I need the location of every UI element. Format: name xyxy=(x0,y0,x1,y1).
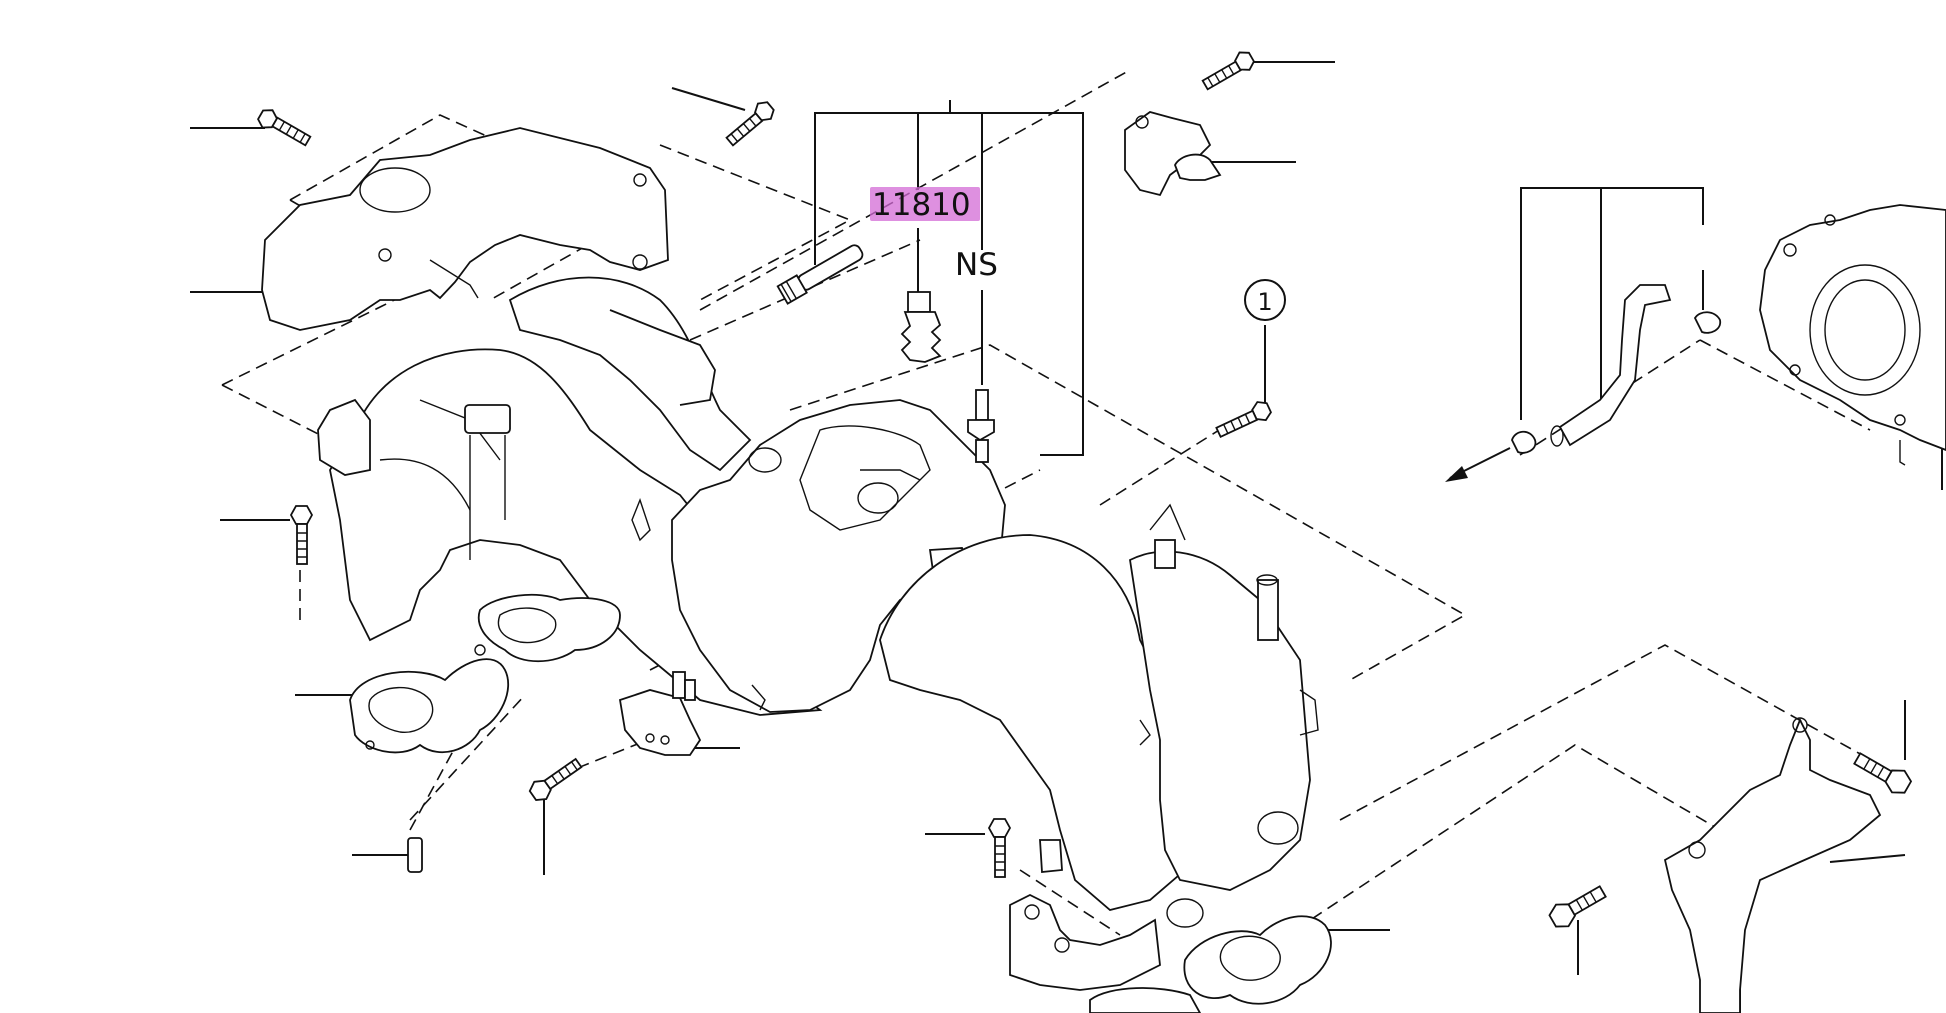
vacuum-switch xyxy=(1124,111,1222,197)
sensor-lower-left xyxy=(618,671,702,756)
gasket-left xyxy=(349,593,621,754)
hose-clamp-lower xyxy=(1511,430,1537,454)
callout-circle-1: 1 xyxy=(1244,279,1286,321)
bolt-far-right xyxy=(1853,752,1913,794)
manifold-bracket-lower-right xyxy=(1663,717,1882,1013)
gasket-right xyxy=(1089,915,1332,1013)
intake-runners-lower-right xyxy=(879,503,1319,991)
ns-stud xyxy=(967,389,995,463)
callout-number: 1 xyxy=(1257,288,1272,316)
throttle-body xyxy=(1759,204,1946,466)
sensor-fitting xyxy=(776,244,864,305)
leader-lines xyxy=(190,61,1943,1013)
bolt-callout-1 xyxy=(1215,401,1272,439)
bolt-left-mid xyxy=(289,505,314,565)
bolt-top-right xyxy=(1201,51,1255,91)
manifold-support-bracket xyxy=(261,127,669,331)
bolt-upper-left xyxy=(257,109,312,147)
ns-label: NS xyxy=(955,247,998,283)
part-number-label: 11810 xyxy=(872,187,971,223)
bolt-lower-left xyxy=(528,757,583,802)
hose-clamp-upper xyxy=(1693,311,1722,334)
part-number-callout: 11810 xyxy=(870,187,980,223)
pcv-valve-11810 xyxy=(900,291,942,363)
bolt-lower-right xyxy=(1548,885,1607,928)
coolant-hose xyxy=(1550,284,1672,447)
intake-runners-upper xyxy=(508,276,752,472)
bolt-lower-center xyxy=(987,818,1012,878)
bolt-upper-mid xyxy=(725,101,775,147)
dowel-pin xyxy=(407,837,423,873)
